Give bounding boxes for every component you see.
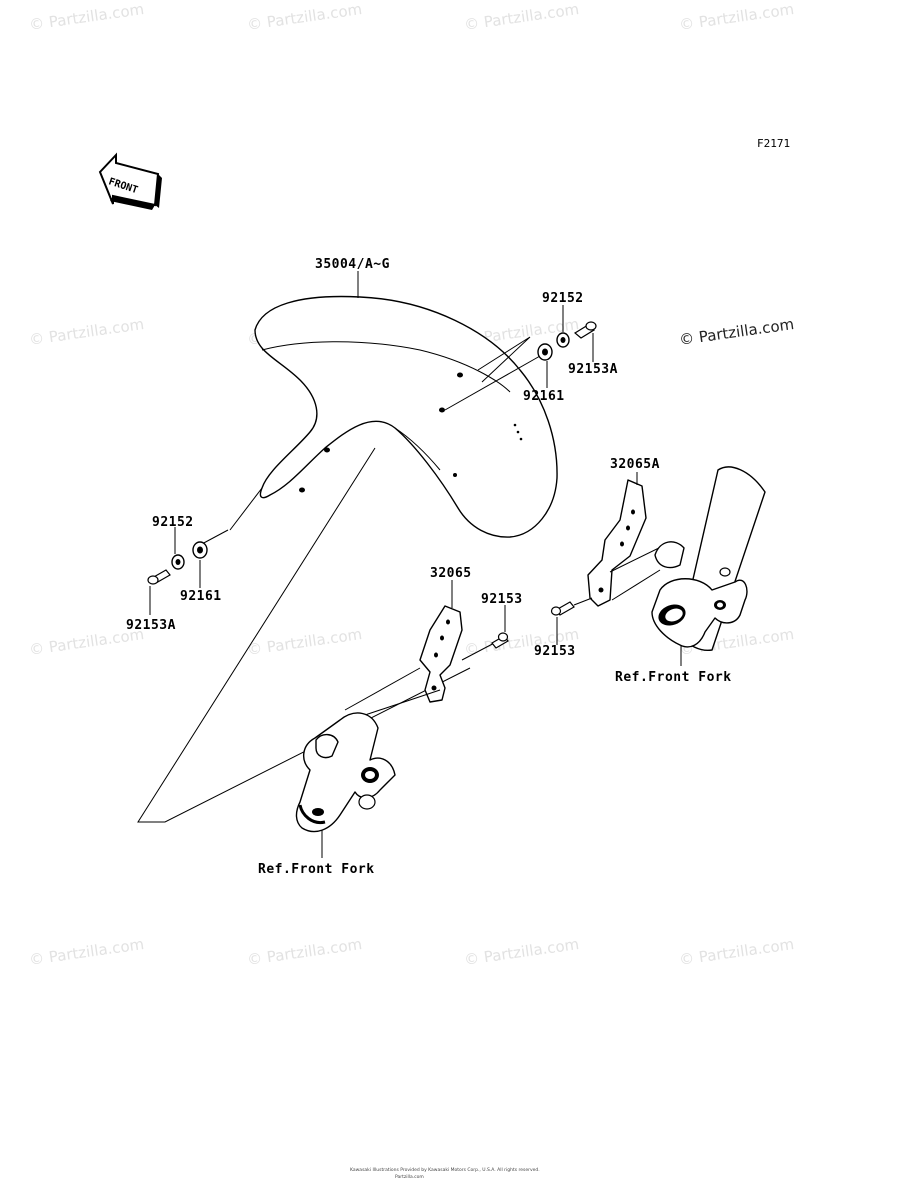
label-bolt-bracket-left: 92153 [481, 592, 523, 607]
watermark: © Partzilla.com [463, 0, 580, 34]
watermark: © Partzilla.com [28, 0, 145, 34]
front-fork-right [651, 466, 766, 652]
front-fender [137, 295, 558, 823]
label-fender: 35004/A~G [315, 257, 390, 272]
label-bracket-left: 32065 [430, 566, 472, 581]
figure-code: F2171 [757, 137, 790, 150]
watermark: © Partzilla.com [678, 315, 795, 349]
label-bolt-right: 92153A [568, 362, 618, 377]
footer-line-1: Kawasaki Illustrations Provided by Kawas… [350, 1167, 540, 1173]
label-bolt-left: 92153A [126, 618, 176, 633]
watermark: © Partzilla.com [678, 0, 795, 34]
bolt-right [573, 321, 597, 339]
grommet-left [192, 541, 208, 559]
collar-left [171, 554, 185, 570]
label-grommet-left: 92161 [180, 589, 222, 604]
bolt-left [147, 569, 171, 585]
label-collar-left: 92152 [152, 515, 194, 530]
label-bracket-right: 32065A [610, 457, 660, 472]
collar-right [556, 332, 570, 348]
grommet-right [537, 343, 553, 361]
label-bolt-bracket-right: 92153 [534, 644, 576, 659]
bracket-right [587, 479, 647, 607]
watermark: © Partzilla.com [28, 935, 145, 969]
label-fork-left: Ref.Front Fork [258, 862, 375, 877]
label-collar-right: 92152 [542, 291, 584, 306]
watermark: © Partzilla.com [246, 935, 363, 969]
watermark-layer: © Partzilla.com © Partzilla.com © Partzi… [28, 0, 795, 969]
bolt-bracket-right [550, 601, 575, 616]
label-grommet-right: 92161 [523, 389, 565, 404]
label-fork-right: Ref.Front Fork [615, 670, 732, 685]
bracket-left [419, 605, 463, 703]
watermark: © Partzilla.com [678, 935, 795, 969]
watermark: © Partzilla.com [28, 315, 145, 349]
watermark: © Partzilla.com [246, 625, 363, 659]
watermark: © Partzilla.com [463, 935, 580, 969]
front-arrow-icon: FRONT [98, 152, 162, 210]
front-fork-left [295, 712, 396, 833]
watermark: © Partzilla.com [246, 0, 363, 34]
bolt-bracket-left [491, 632, 509, 649]
footer-line-2: Partzilla.com [395, 1174, 424, 1180]
